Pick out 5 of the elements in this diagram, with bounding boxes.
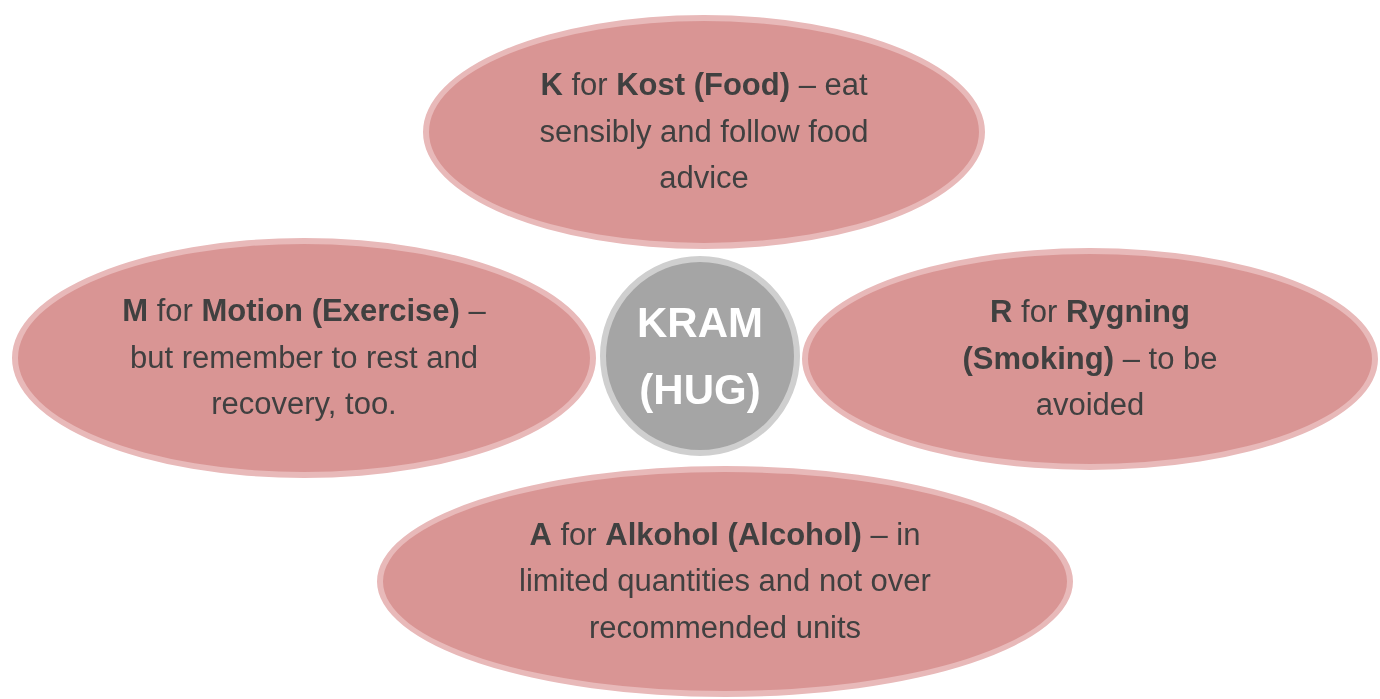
topic-text: A for Alkohol (Alcohol) – in limited quantities and not over recommended units: [518, 515, 932, 647]
topic-text: K for Kost (Food) – eat sensibly and follow food advice: [539, 66, 869, 198]
topic-text: M for Motion (Exercise) – but remember to rest and recovery, too.: [121, 292, 487, 424]
topic-text: R for Rygning (Smoking) – to be avoided: [961, 293, 1219, 425]
topic-text: KRAM (HUG): [636, 297, 764, 415]
